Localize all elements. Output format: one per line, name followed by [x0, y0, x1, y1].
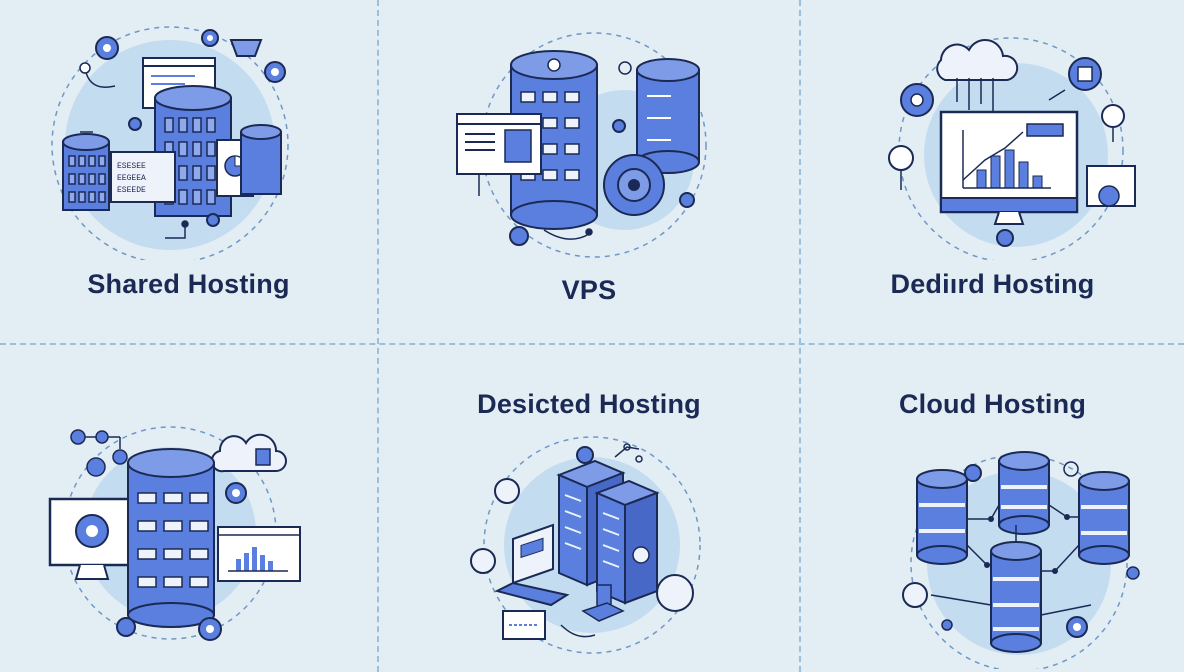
panel-cloud-hosting: Cloud Hosting	[801, 345, 1184, 672]
panel-server-monitor	[0, 345, 377, 672]
panel-title: Shared Hosting	[87, 269, 290, 299]
column-divider	[799, 0, 801, 672]
svg-text:ESESEE: ESESEE	[117, 162, 146, 171]
vps-illustration	[456, 32, 707, 258]
panel-title: Cloud Hosting	[898, 389, 1087, 419]
panel-desicted-hosting: Desicted Hosting	[379, 345, 799, 672]
row-divider	[0, 343, 1184, 345]
panel-dedicated-hosting: Dediırd Hosting	[801, 0, 1184, 343]
svg-text:ESEEDE: ESEEDE	[117, 186, 146, 195]
panel-title: VPS	[561, 275, 617, 305]
panel-vps: VPS	[379, 0, 799, 343]
panel-shared-hosting: ESESEE EEGEEA ESEEDE S	[0, 0, 377, 343]
panel-title: Dediırd Hosting	[890, 269, 1095, 299]
cloud-databases-illustration	[902, 451, 1140, 669]
panel-title: Desicted Hosting	[477, 389, 701, 419]
dedicated-hosting-illustration	[888, 37, 1136, 260]
isometric-datacenter-illustration	[470, 436, 701, 654]
svg-text:EEGEEA: EEGEEA	[117, 174, 146, 183]
shared-hosting-illustration: ESESEE EEGEEA ESEEDE	[51, 26, 289, 260]
server-monitor-illustration	[48, 426, 301, 641]
column-divider	[377, 0, 379, 672]
